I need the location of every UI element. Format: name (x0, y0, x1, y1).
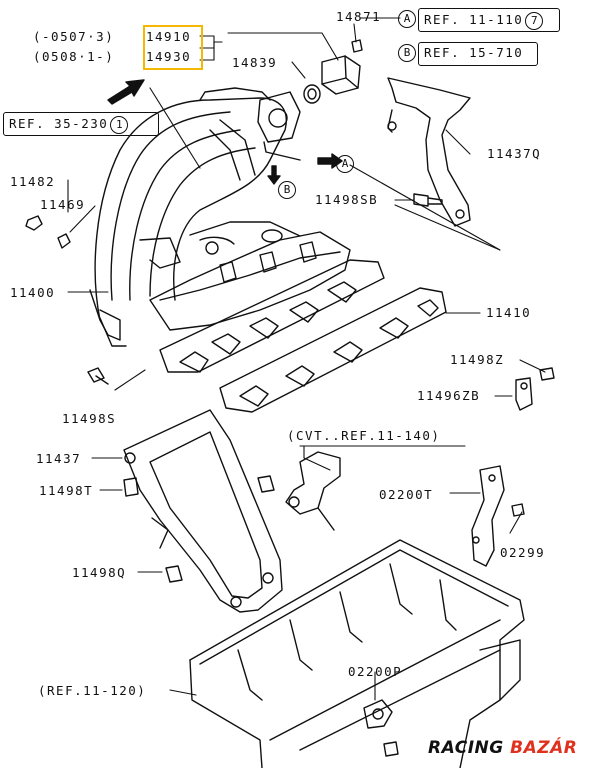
ref-15-710-box (418, 42, 538, 66)
part-14871: 14871 (336, 9, 382, 24)
marker-a-top: A (396, 10, 416, 28)
cvt-bracket (285, 451, 341, 531)
part-11482: 11482 (10, 174, 56, 189)
oil-pan (189, 539, 525, 768)
ref-11-110-box (418, 8, 560, 32)
part-11437: 11437 (36, 451, 82, 466)
part-14839: 14839 (232, 55, 278, 70)
flange-gasket (159, 259, 447, 413)
bracket-11496zb (515, 377, 533, 411)
marker-b: B (276, 181, 296, 199)
manifold-body (139, 221, 351, 331)
part-11498z: 11498Z (450, 352, 505, 367)
part-14910: 14910 (146, 29, 192, 44)
part-11410: 11410 (486, 305, 532, 320)
racing-bazar-logo: RACING BAZÁR (428, 738, 577, 758)
part-11498sb: 11498SB (315, 192, 379, 207)
part-11498t: 11498T (39, 483, 94, 498)
part-11437q: 11437Q (487, 146, 542, 161)
cvt-ref-label: (CVT..REF.11-140) (287, 428, 441, 443)
part-11400: 11400 (10, 285, 56, 300)
logo-racing: RACING (428, 738, 504, 758)
ref-11-120-label: (REF.11-120) (38, 683, 147, 698)
ref-15-710-label: REF. 15-710 (424, 45, 524, 60)
part-02299: 02299 (500, 545, 546, 560)
bracket-02200t (471, 465, 505, 567)
range-label-1: (-0507·3) (33, 29, 115, 44)
intake-plenum (89, 87, 301, 347)
marker-a: A (334, 155, 354, 173)
part-11496zb: 11496ZB (417, 388, 481, 403)
part-11498s: 11498S (62, 411, 117, 426)
part-11469: 11469 (40, 197, 86, 212)
part-02200t: 02200T (379, 487, 434, 502)
part-11498q: 11498Q (72, 565, 127, 580)
marker-b-top: B (396, 44, 416, 62)
range-label-2: (0508·1-) (33, 49, 115, 64)
logo-bazar: BAZÁR (510, 738, 578, 758)
highlight-box (143, 25, 203, 70)
part-14930: 14930 (146, 49, 192, 64)
bracket-11437q (387, 77, 471, 227)
ref-35-230-box (3, 112, 159, 136)
bolts (25, 193, 555, 757)
map-sensor (303, 39, 363, 104)
arrows (107, 79, 343, 185)
bracket-11437 (123, 409, 283, 613)
part-02200p: 02200P (348, 664, 403, 679)
